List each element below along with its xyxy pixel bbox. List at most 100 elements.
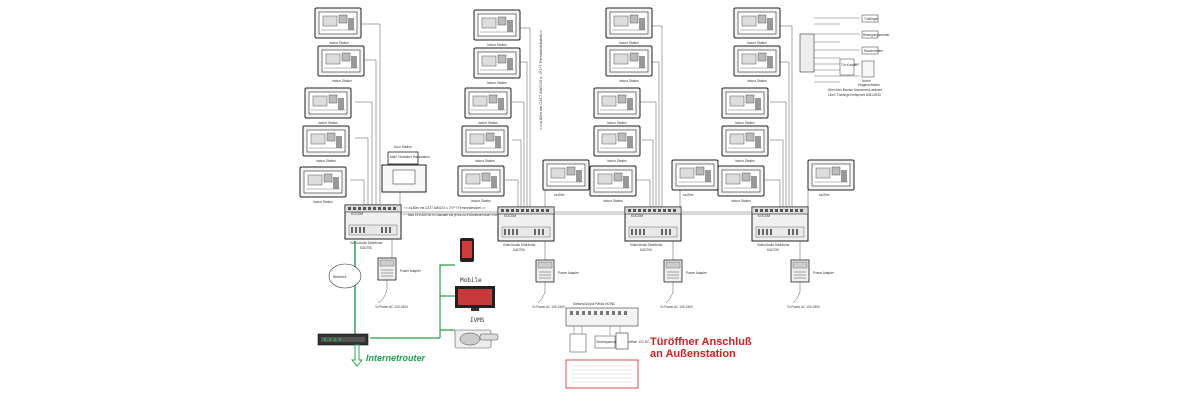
indoor-station-label: Indoor Station [318, 121, 338, 125]
power-adapter [790, 259, 810, 283]
indoor-station-label: Indoor Station [603, 199, 623, 203]
indoor-station-label: Indoor Station [607, 121, 627, 125]
distributor-label: Video/Audio Distributor [630, 243, 663, 247]
power-adapter-label: Power Adapter [813, 271, 835, 275]
indoor-station-monitor [457, 165, 505, 197]
power-adapter [663, 259, 683, 283]
distributor-model: KAD706 [767, 248, 779, 252]
indoor-station-monitor [593, 125, 641, 157]
indoor-station-monitor [314, 7, 362, 39]
mobile-device [460, 238, 474, 262]
ivms-label: IVMS [470, 317, 485, 324]
distributor-model: KAD706 [360, 246, 372, 250]
indoor-station-monitor [593, 87, 641, 119]
power-adapter-label: Power Adapter [400, 269, 422, 273]
indoor-station-label: Indoor Station [619, 79, 639, 83]
distributor-brand: KOCOM [351, 212, 363, 216]
indoor-station-monitor [302, 125, 350, 157]
ac-plug-label: To Power AC 100-240V [787, 305, 821, 309]
pc-monitor [455, 286, 495, 311]
internet-router-label: Internetrouter [366, 353, 426, 363]
indoor-station-monitor [605, 7, 653, 39]
indoor-station-monitor [464, 87, 512, 119]
router [317, 333, 369, 346]
indoor-station-label: Indoor Station [475, 159, 495, 163]
indoor-station-label: Indoor Station [329, 41, 349, 45]
distributor-label: Video/Audio Distributor [757, 243, 790, 247]
door-opener-title-1: Türöffner Anschluß [650, 336, 752, 348]
door-station-label: Door Station [394, 145, 412, 149]
relay-note: Switchs/Output Relais NO/NC [573, 302, 616, 306]
indoor-station-label: Indoor Station [316, 159, 336, 163]
vertical-cable-note: <<ca.80m mit CAT7 AWG23 o. 2*2*T Fernmel… [538, 29, 543, 130]
distributor-kad706 [344, 204, 402, 240]
indoor-station-monitor [605, 45, 653, 77]
indoor-station-label: Indoor Station [735, 121, 755, 125]
indoor-station-label: Indoor Station [471, 199, 491, 203]
cable-note-2: Max 15 KAD706 in Cascade mit je bis zu 6… [408, 213, 518, 217]
column-3: Indoor Station Indoor Station Indoor Sta… [589, 7, 719, 309]
indoor-station-monitor [721, 87, 769, 119]
power-adapter-label: Power Adapter [686, 271, 708, 275]
ac-plug-label: To Power AC 100-240V [375, 305, 409, 309]
distributor-label: Video/Audio Distributor [350, 241, 383, 245]
indoor-station-monitor [589, 165, 637, 197]
distributor-brand: KOCOM [631, 214, 643, 218]
legend-item: Bewegungsmelder [863, 33, 890, 37]
indoor-station-monitor [671, 159, 719, 191]
cable-note-1: << ca.80m mit CAT7 AWG23 o. 2*2*T Fernme… [404, 206, 486, 210]
distributor-label: Video/Audio Distributor [503, 243, 536, 247]
distributor-model: KAD706 [640, 248, 652, 252]
distributor-kad706 [751, 206, 809, 242]
indoor-station-label: Indoor Station [747, 41, 767, 45]
power-adapter-label: Power Adapter [558, 271, 580, 275]
distance-label: ca.80m [683, 193, 694, 197]
indoor-station-label: Indoor Station [747, 79, 767, 83]
cascade-bus [401, 211, 752, 215]
distance-label: ca.80m [819, 193, 830, 197]
network-section: Netzwerk Internetrouter Mobile IVMS [317, 238, 499, 367]
indoor-station-monitor [317, 45, 365, 77]
indoor-station-monitor [304, 87, 352, 119]
distance-label: ca.80m [554, 193, 565, 197]
indoor-station-label: Indoor Station [332, 79, 352, 83]
door-opener-section: Switchs/Output Relais NO/NC Gleichspannu… [565, 302, 752, 389]
column-4: Indoor Station Indoor Station Indoor Sta… [717, 7, 855, 309]
door-opener-title-2: an Außenstation [650, 348, 736, 360]
distributor-model: KAD706 [513, 248, 525, 252]
indoor-station-label: Indoor Station [313, 200, 333, 204]
indoor-station-label: Indoor Station [619, 41, 639, 45]
column-2: <<ca.80m mit CAT7 AWG23 o. 2*2*T Fernmel… [457, 9, 590, 309]
indoor-station-label: Indoor Station [487, 43, 507, 47]
legend-item: Türklingel [864, 17, 878, 21]
alarm-inputs: Türklingel Bewegungsmelder Rauchmelder T… [799, 14, 890, 97]
distributor-kad706 [497, 206, 555, 242]
indoor-station-monitor [733, 45, 781, 77]
indoor-station-monitor [717, 165, 765, 197]
power-adapter [535, 259, 555, 283]
indoor-station-label: Indoor Station [607, 159, 627, 163]
indoor-station-label: Indoor Station [735, 159, 755, 163]
legend-item: Notruf [862, 79, 871, 83]
indoor-station-monitor [473, 47, 521, 79]
floor-bell-label: Etagenruftaster [858, 83, 881, 87]
indoor-station-label: Indoor Station [487, 81, 507, 85]
legend-item: Tür Kontakt [841, 63, 858, 67]
indoor-station-label: Indoor Station [731, 199, 751, 203]
indoor-station-monitor [299, 166, 347, 198]
zone-note: Line1 Türklingel entspricht AIN1/GND [828, 93, 882, 97]
indoor-station-monitor [473, 9, 521, 41]
indoor-station-label: Indoor Station [478, 121, 498, 125]
ac-plug-label: To Power AC 100-240V [532, 305, 566, 309]
mobile-label: Mobile [460, 277, 482, 284]
cctv-cameras [454, 329, 499, 349]
indoor-station-monitor [542, 159, 590, 191]
column-1: Indoor Station Indoor Station Indoor Sta… [299, 7, 518, 309]
indoor-station-monitor [461, 125, 509, 157]
network-label: Netzwerk [333, 275, 347, 279]
alarm-note: Wird über Monitor Alarmmenü aktiviert [828, 88, 882, 92]
power-adapter [377, 257, 397, 281]
indoor-station-monitor [721, 125, 769, 157]
